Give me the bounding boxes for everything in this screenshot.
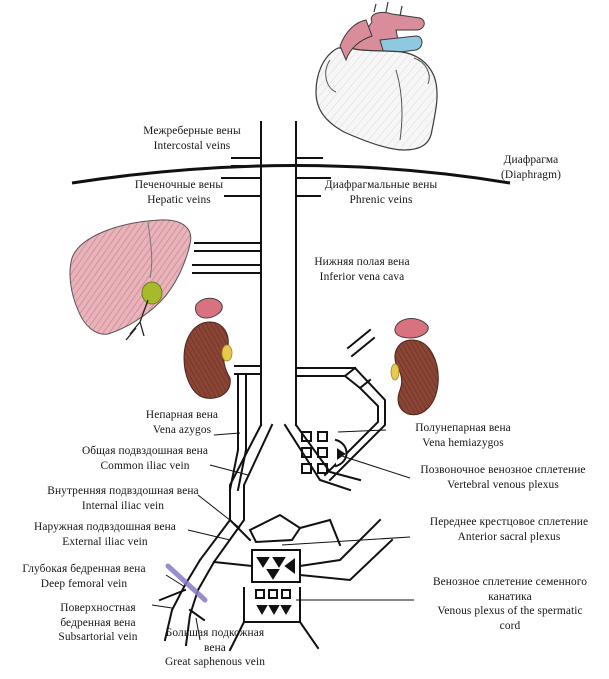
label-anterior-sacral-plexus: Переднее крестцовое сплетение Anterior s… (430, 515, 588, 544)
label-intercostal-veins-en: Intercostal veins (143, 139, 240, 154)
label-great-saphenous-vein: Большая подкожная вена Great saphenous v… (165, 626, 265, 670)
label-vena-azygos-en: Vena azygos (146, 423, 218, 438)
label-vena-hemiazygos: Полунепарная вена Vena hemiazygos (415, 421, 511, 450)
label-common-iliac-vein-ru: Общая подвздошная вена (82, 444, 208, 459)
label-diaphragm-en: (Diaphragm) (501, 168, 561, 183)
label-subsartorial-vein-ru1: Поверхностная (58, 601, 137, 616)
label-diaphragm-ru: Диафрагма (501, 153, 561, 168)
label-internal-iliac-vein-en: Internal iliac vein (47, 499, 198, 514)
label-external-iliac-vein-en: External iliac vein (34, 535, 176, 550)
label-spermatic-cord-plexus-ru2: канатика (433, 590, 587, 605)
label-subsartorial-vein-ru2: бедренная вена (58, 616, 137, 631)
label-common-iliac-vein: Общая подвздошная вена Common iliac vein (82, 444, 208, 473)
label-vena-hemiazygos-en: Vena hemiazygos (415, 436, 511, 451)
label-intercostal-veins-ru: Межреберные вены (143, 124, 240, 139)
label-anterior-sacral-plexus-ru: Переднее крестцовое сплетение (430, 515, 588, 530)
label-deep-femoral-vein-en: Deep femoral vein (22, 577, 145, 592)
label-spermatic-cord-plexus-en2: cord (433, 619, 587, 634)
label-external-iliac-vein: Наружная подвздошная вена External iliac… (34, 520, 176, 549)
label-vena-hemiazygos-ru: Полунепарная вена (415, 421, 511, 436)
label-anterior-sacral-plexus-en: Anterior sacral plexus (430, 530, 588, 545)
label-great-saphenous-vein-ru2: вена (165, 641, 265, 656)
label-phrenic-veins-ru: Диафрагмальные вены (325, 178, 437, 193)
label-spermatic-cord-plexus-ru1: Венозное сплетение семенного (433, 575, 587, 590)
label-spermatic-cord-plexus: Венозное сплетение семенного канатика Ve… (433, 575, 587, 633)
label-phrenic-veins: Диафрагмальные вены Phrenic veins (325, 178, 437, 207)
label-hepatic-veins-ru: Печеночные вены (135, 178, 223, 193)
label-deep-femoral-vein: Глубокая бедренная вена Deep femoral vei… (22, 562, 145, 591)
label-inferior-vena-cava: Нижняя полая вена Inferior vena cava (314, 255, 409, 284)
label-vertebral-venous-plexus-ru: Позвоночное венозное сплетение (420, 463, 585, 478)
label-spermatic-cord-plexus-en1: Venous plexus of the spermatic (433, 604, 587, 619)
label-vertebral-venous-plexus-en: Vertebral venous plexus (420, 478, 585, 493)
label-vertebral-venous-plexus: Позвоночное венозное сплетение Vertebral… (420, 463, 585, 492)
label-great-saphenous-vein-ru1: Большая подкожная (165, 626, 265, 641)
label-intercostal-veins: Межреберные вены Intercostal veins (143, 124, 240, 153)
label-subsartorial-vein: Поверхностная бедренная вена Subsartoria… (58, 601, 137, 645)
label-internal-iliac-vein: Внутренняя подвздошная вена Internal ili… (47, 484, 198, 513)
label-great-saphenous-vein-en: Great saphenous vein (165, 655, 265, 670)
label-external-iliac-vein-ru: Наружная подвздошная вена (34, 520, 176, 535)
label-hepatic-veins-en: Hepatic veins (135, 193, 223, 208)
label-vena-azygos-ru: Непарная вена (146, 408, 218, 423)
label-inferior-vena-cava-en: Inferior vena cava (314, 270, 409, 285)
label-phrenic-veins-en: Phrenic veins (325, 193, 437, 208)
liver-illustration (70, 220, 191, 340)
label-deep-femoral-vein-ru: Глубокая бедренная вена (22, 562, 145, 577)
label-internal-iliac-vein-ru: Внутренняя подвздошная вена (47, 484, 198, 499)
label-subsartorial-vein-en: Subsartorial vein (58, 630, 137, 645)
label-vena-azygos: Непарная вена Vena azygos (146, 408, 218, 437)
label-common-iliac-vein-en: Common iliac vein (82, 459, 208, 474)
right-kidney-illustration (391, 319, 438, 415)
left-kidney-illustration (184, 298, 232, 398)
label-inferior-vena-cava-ru: Нижняя полая вена (314, 255, 409, 270)
label-hepatic-veins: Печеночные вены Hepatic veins (135, 178, 223, 207)
label-diaphragm: Диафрагма (Diaphragm) (501, 153, 561, 182)
heart-illustration (316, 2, 437, 150)
